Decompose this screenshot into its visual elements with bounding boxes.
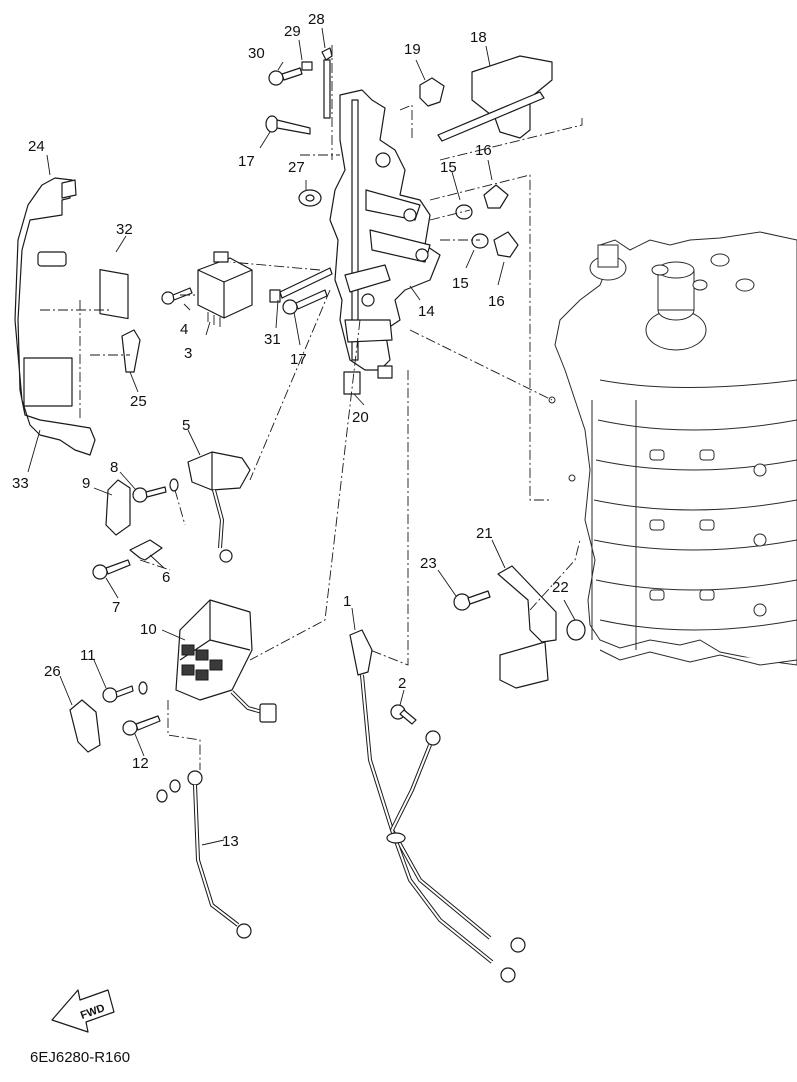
cdi-unit	[175, 599, 277, 723]
part-29	[301, 61, 313, 71]
screw-4	[161, 287, 193, 305]
ignition-coil	[187, 451, 251, 563]
boot-26	[69, 699, 101, 753]
electrical-cover	[14, 177, 96, 456]
callout-26: 26	[44, 663, 61, 680]
callout-30: 30	[248, 45, 265, 62]
callout-33: 33	[12, 475, 29, 492]
callout-27: 27	[288, 159, 305, 176]
grommet-22	[566, 619, 586, 641]
callout-16-top: 16	[475, 142, 492, 159]
callout-28: 28	[308, 11, 325, 28]
callout-10: 10	[140, 621, 157, 638]
clamp-6	[129, 539, 163, 561]
callout-23: 23	[420, 555, 437, 572]
screw-2	[390, 704, 417, 725]
callout-14: 14	[418, 303, 435, 320]
bolt-8	[132, 478, 179, 503]
callout-9: 9	[82, 475, 90, 492]
callout-18: 18	[470, 29, 487, 46]
callout-leaders	[27, 27, 576, 846]
callout-25: 25	[130, 393, 147, 410]
callout-20: 20	[352, 409, 369, 426]
holder-18	[437, 55, 553, 142]
diagram-code: 6EJ6280-R160	[30, 1049, 130, 1066]
callout-3: 3	[184, 345, 192, 362]
callout-24: 24	[28, 138, 45, 155]
bolt-11	[102, 681, 148, 703]
label-sticker	[99, 269, 129, 320]
engine-block	[548, 231, 797, 666]
bolt-30	[268, 67, 303, 86]
relay-box	[197, 251, 253, 327]
callout-7: 7	[112, 599, 120, 616]
callout-15-bottom: 15	[452, 275, 469, 292]
electrical-bracket	[329, 89, 441, 379]
callout-19: 19	[404, 41, 421, 58]
clip-25	[121, 329, 141, 373]
callout-17-bottom: 17	[290, 351, 307, 368]
bracket-21	[497, 565, 557, 689]
callout-2: 2	[398, 675, 406, 692]
bolt-17-top	[265, 115, 311, 135]
nuts-washers	[156, 779, 181, 803]
bolt-7	[92, 559, 131, 580]
callout-13: 13	[222, 833, 239, 850]
grommet-27	[298, 189, 322, 207]
callout-12: 12	[132, 755, 149, 772]
callout-4: 4	[180, 321, 188, 338]
bolt-12	[122, 715, 161, 736]
callout-8: 8	[110, 459, 118, 476]
callout-29: 29	[284, 23, 301, 40]
holder-19	[419, 77, 445, 107]
callout-labels: 1 2 3 4 5 6 7 8 9 10 11 12 13 14 15 15 1…	[12, 11, 569, 850]
forward-direction-arrow: FWD	[51, 989, 115, 1033]
tie-28	[321, 47, 333, 119]
callout-15-top: 15	[440, 159, 457, 176]
callout-11: 11	[80, 647, 96, 664]
grommet-20	[343, 371, 361, 395]
wire-harness	[349, 629, 526, 983]
leader-lines	[40, 45, 583, 770]
callout-5: 5	[182, 417, 190, 434]
cap-9	[105, 479, 131, 536]
bolt-31	[269, 267, 333, 303]
callout-16-bottom: 16	[488, 293, 505, 310]
ground-lead	[187, 770, 252, 939]
callout-6: 6	[162, 569, 170, 586]
callout-22: 22	[552, 579, 569, 596]
callout-1: 1	[343, 593, 351, 610]
collars-15-16	[455, 184, 519, 258]
callout-21: 21	[476, 525, 493, 542]
callout-32: 32	[116, 221, 133, 238]
callout-31: 31	[264, 331, 281, 348]
bolt-23	[453, 590, 491, 611]
callout-17-top: 17	[238, 153, 255, 170]
